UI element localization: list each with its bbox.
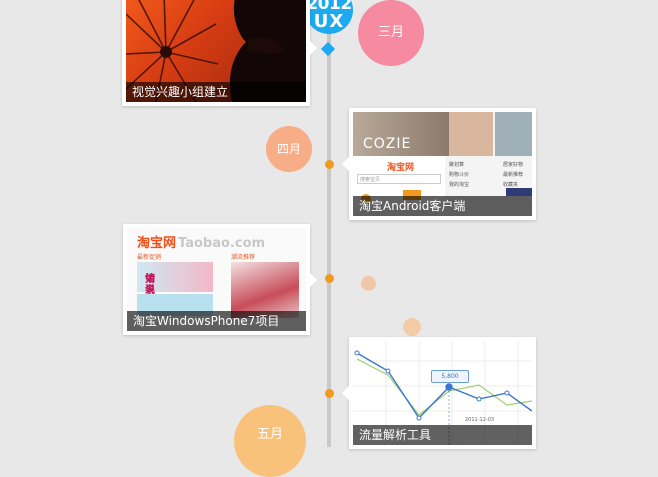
chart-tooltip: 5,800	[431, 370, 469, 383]
card-pointer	[310, 272, 317, 287]
month-may-bubble: 五月	[234, 405, 306, 477]
android-menu-item: 聚划算	[449, 162, 465, 168]
android-banner-image: COZIE	[353, 112, 449, 156]
android-menu-item: 我的淘宝	[449, 182, 470, 188]
android-search-box: 搜索宝贝	[357, 174, 441, 184]
wp7-left-heading: 最新促销	[137, 254, 162, 261]
android-side-list: 居家好物 最新推荐 收藏夹	[503, 160, 532, 190]
card-caption: 视觉兴趣小组建立	[126, 82, 306, 102]
card-pointer	[342, 157, 349, 171]
android-product-image	[495, 112, 532, 156]
android-menu-item: 购物斗价	[449, 172, 470, 178]
android-nav-block	[506, 188, 532, 196]
android-orange-tile	[403, 190, 421, 200]
chart-date-label: 2011-12-03	[465, 417, 495, 423]
taobao-logo-en: Taobao.com	[178, 236, 266, 251]
wp7-shoe-image	[231, 262, 299, 318]
decor-bubble	[403, 318, 421, 336]
wp7-right-heading: 潮流推荐	[231, 254, 256, 261]
ux-label: UX	[313, 11, 345, 32]
android-menu-list: 聚划算 购物斗价 我的淘宝	[449, 160, 493, 190]
android-banner-text: COZIE	[363, 136, 412, 152]
timeline-dot	[325, 389, 334, 398]
timeline-start-marker	[320, 41, 336, 57]
android-side-item: 收藏夹	[503, 182, 519, 188]
card-thumbnail: COZIE 淘宝网 搜索宝贝 聚划算 购物斗价 我的淘宝 居家好物 最新推荐 收…	[353, 112, 532, 216]
timeline-dot	[325, 274, 334, 283]
taobao-logo: 淘宝网	[387, 163, 415, 173]
card-thumbnail: 5,800 2011-12-03 流量解析工具	[353, 341, 532, 445]
android-product-image	[449, 112, 493, 156]
card-caption: 流量解析工具	[353, 425, 532, 445]
taobao-logo-cn: 淘宝网	[137, 236, 177, 251]
card-caption: 淘宝WindowsPhone7项目	[127, 311, 306, 331]
card-pointer	[342, 386, 349, 400]
year-badge: 2012 UX	[305, 0, 353, 34]
timeline-card-android-client[interactable]: COZIE 淘宝网 搜索宝贝 聚划算 购物斗价 我的淘宝 居家好物 最新推荐 收…	[342, 108, 536, 220]
wp7-promo-image	[137, 294, 213, 316]
decor-bubble	[361, 276, 376, 291]
timeline-dot	[325, 160, 334, 169]
timeline-card-traffic-tool[interactable]: 5,800 2011-12-03 流量解析工具	[342, 337, 536, 449]
wp7-promo-image: 如果相请说出来	[137, 262, 213, 318]
timeline-axis	[327, 0, 331, 447]
year-label: 2012	[306, 0, 352, 14]
card-caption: 淘宝Android客户端	[353, 196, 532, 216]
month-may-label: 五月	[256, 427, 283, 442]
card-thumbnail: 视觉兴趣小组建立	[126, 0, 306, 102]
timeline-card-visual-group[interactable]: 视觉兴趣小组建立	[122, 0, 317, 106]
android-side-item: 最新推荐	[503, 172, 524, 178]
umbrella-photo	[126, 0, 306, 102]
card-pointer	[310, 41, 317, 55]
month-april-bubble: 四月	[266, 126, 312, 172]
month-march-bubble: 三月	[358, 0, 424, 66]
android-side-item: 居家好物	[503, 162, 524, 168]
